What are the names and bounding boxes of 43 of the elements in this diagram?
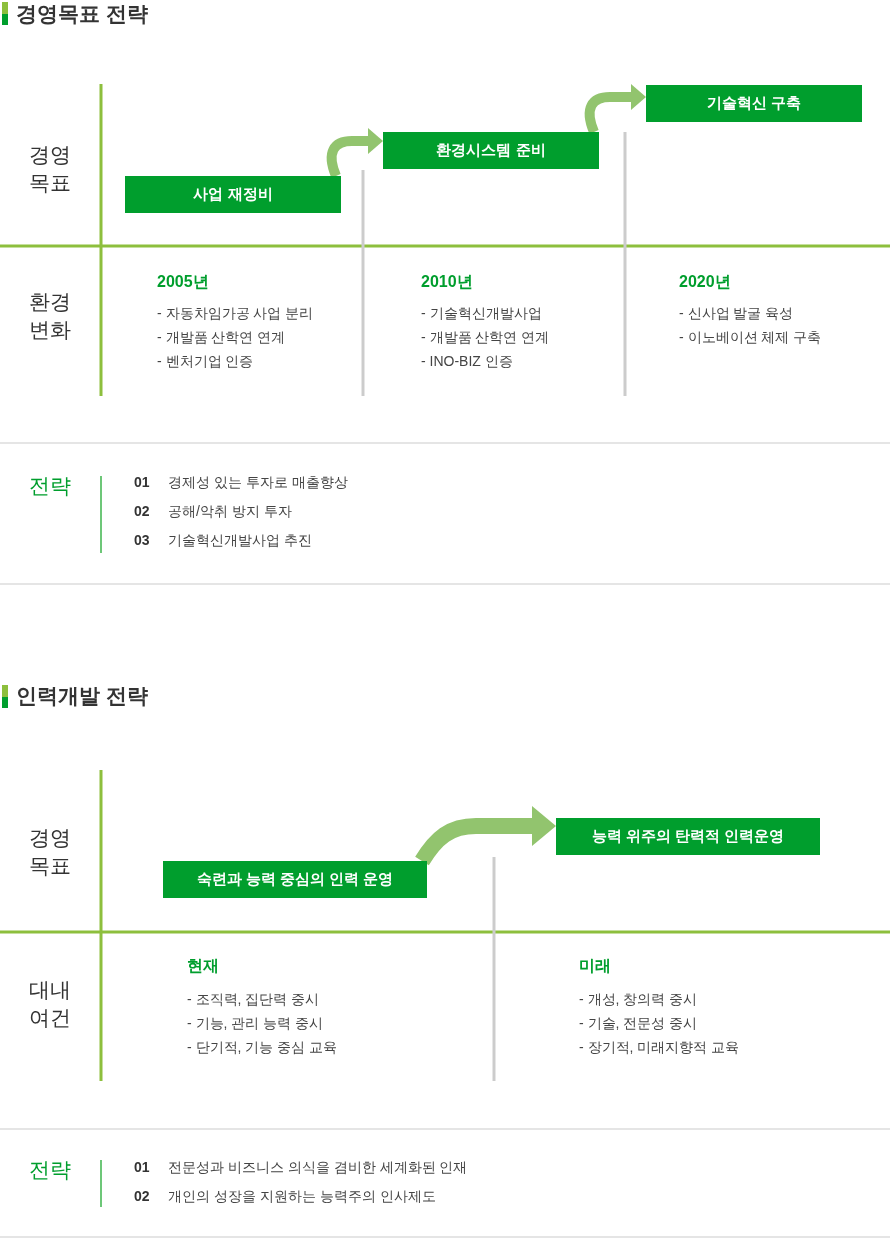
row-heading: 경영 목표 [28, 825, 72, 879]
column-heading: 2020년 [679, 272, 731, 292]
section-heading: 경영목표 전략 [16, 1, 148, 27]
row-heading: 환경 변화 [28, 289, 72, 343]
goal-box: 환경시스템 준비 [383, 132, 599, 169]
column-heading: 미래 [579, 956, 611, 976]
goal-box: 기술혁신 구축 [646, 85, 862, 122]
row-heading: 대내 여건 [28, 977, 72, 1031]
item-number: 01 [134, 473, 150, 491]
list-item: - 개발품 산학연 연계 [421, 328, 550, 346]
list-item: - 기술혁신개발사업 [421, 304, 542, 322]
column-heading: 2005년 [157, 272, 209, 292]
list-item: - 이노베이션 체제 구축 [679, 328, 822, 346]
strategy-text: 기술혁신개발사업 추진 [168, 531, 312, 549]
strategy-heading: 전략 [29, 1157, 71, 1183]
list-item: - 기능, 관리 능력 중시 [187, 1014, 324, 1032]
list-item: - 기술, 전문성 중시 [579, 1014, 698, 1032]
goal-box: 사업 재정비 [125, 176, 341, 213]
list-item: - 장기적, 미래지향적 교육 [579, 1038, 740, 1056]
list-item: - 개발품 산학연 연계 [157, 328, 286, 346]
list-item: - 자동차임가공 사업 분리 [157, 304, 314, 322]
strategy-heading: 전략 [29, 473, 71, 499]
list-item: - 조직력, 집단력 중시 [187, 990, 320, 1008]
list-item: - 신사업 발굴 육성 [679, 304, 794, 322]
goal-box: 능력 위주의 탄력적 인력운영 [556, 818, 820, 855]
column-heading: 2010년 [421, 272, 473, 292]
list-item: - 개성, 창의력 중시 [579, 990, 698, 1008]
item-number: 02 [134, 502, 150, 520]
row-heading: 경영 목표 [28, 142, 72, 196]
strategy-text: 전문성과 비즈니스 의식을 겸비한 세계화된 인재 [168, 1158, 468, 1176]
list-item: - 벤처기업 인증 [157, 352, 254, 370]
strategy-text: 공해/악취 방지 투자 [168, 502, 292, 520]
list-item: - INO-BIZ 인증 [421, 352, 513, 370]
goal-box: 숙련과 능력 중심의 인력 운영 [163, 861, 427, 898]
curved-arrow [326, 128, 383, 178]
column-heading: 현재 [187, 956, 219, 976]
strategy-text: 경제성 있는 투자로 매출향상 [168, 473, 348, 491]
list-item: - 단기적, 기능 중심 교육 [187, 1038, 338, 1056]
item-number: 01 [134, 1158, 150, 1176]
item-number: 02 [134, 1187, 150, 1205]
section-heading: 인력개발 전략 [16, 683, 148, 709]
item-number: 03 [134, 531, 150, 549]
strategy-text: 개인의 성장을 지원하는 능력주의 인사제도 [168, 1187, 436, 1205]
